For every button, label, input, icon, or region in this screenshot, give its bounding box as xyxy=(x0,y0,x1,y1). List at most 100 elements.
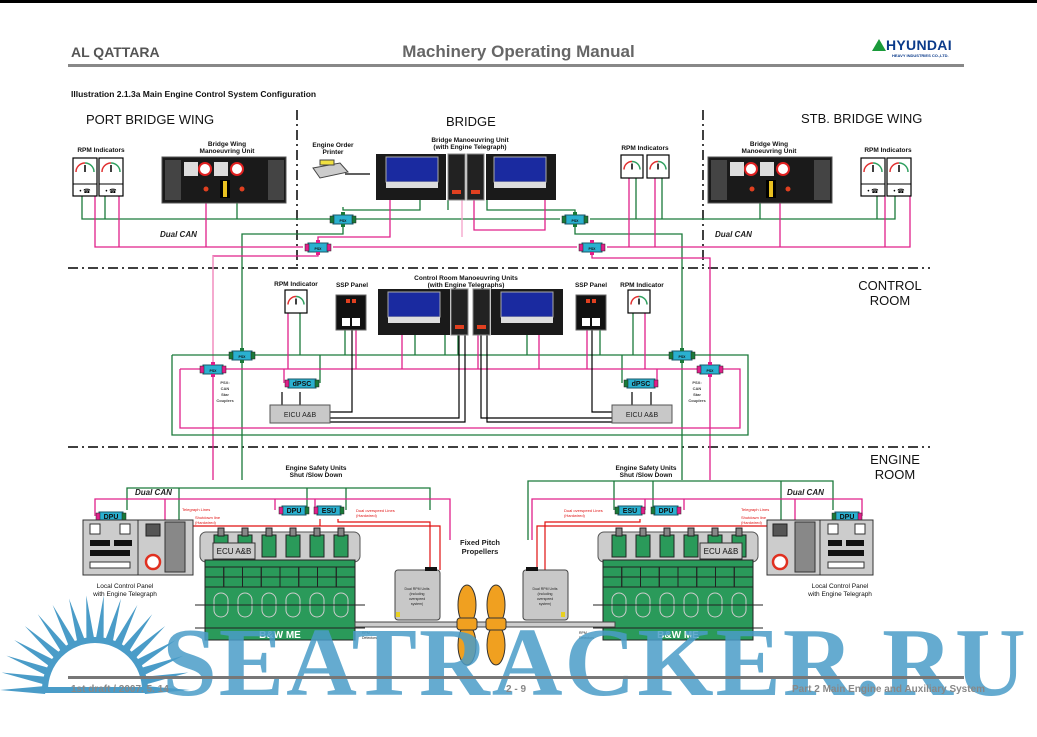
label-bridge-wing-unit-stb-1: Bridge Wing xyxy=(750,141,788,148)
bridge-wing-unit-port xyxy=(161,156,287,204)
label-overspeed-stb: (Hardwired) xyxy=(564,513,586,518)
cylinder-valve xyxy=(735,527,743,537)
rpm-indicator-icon xyxy=(620,154,644,179)
ssp-key xyxy=(582,318,590,326)
coupler-port-right xyxy=(304,506,310,515)
ssp-key xyxy=(592,318,600,326)
rpm-unit-label: system) xyxy=(539,602,551,606)
can-a-stb-line xyxy=(590,196,896,220)
telegraph-lever xyxy=(450,288,469,336)
switch-row xyxy=(114,540,132,546)
coupler-port-right xyxy=(600,243,606,252)
coupler-label: PSX xyxy=(314,247,322,251)
ssp-key xyxy=(342,318,350,326)
zone-control-room-1: CONTROL xyxy=(858,278,922,293)
psx-note-line: Couplers xyxy=(688,398,706,403)
top-border xyxy=(0,0,1037,3)
label-fixed-pitch-1: Fixed Pitch xyxy=(460,538,500,547)
gauge-frame xyxy=(886,157,912,197)
coupler-port-right xyxy=(339,506,345,515)
label-dual-can-engine-port: Dual CAN xyxy=(135,488,172,497)
propeller-blade xyxy=(486,624,506,666)
coupler-label: PSX xyxy=(571,219,579,223)
label-esu-stb-1: Engine Safety Units xyxy=(615,465,676,472)
display-keys xyxy=(501,317,553,323)
coupler-port-left xyxy=(304,243,310,252)
label-telegraph-lines-stb: Telegraph Lines xyxy=(741,507,769,512)
label-bridge-wing-unit-stb-2: Manoeuvring Unit xyxy=(742,148,798,155)
can-a-down-stb xyxy=(574,226,683,480)
dual-rpm-unit-stb: Dual RPM Units (including overspeed syst… xyxy=(522,567,569,621)
coupler-port-right xyxy=(718,365,724,374)
coupler-port-top xyxy=(316,240,320,243)
telegraph-lever xyxy=(447,153,466,201)
coupler-label: PSX xyxy=(238,355,246,359)
can-a-control-loop xyxy=(171,354,749,436)
label-overspeed-port: (Hardwired) xyxy=(356,513,378,518)
cylinder-valve xyxy=(217,527,225,537)
rpm-unit-connector xyxy=(425,567,437,571)
coupler-port-right xyxy=(640,506,646,515)
ssp-body xyxy=(335,294,367,331)
coupler-port-right xyxy=(221,365,227,374)
engine-grid-cell xyxy=(335,576,356,588)
display xyxy=(145,523,161,537)
rpm-indicator-icon: • ☎ xyxy=(98,157,124,197)
coupler-port-left xyxy=(831,512,837,521)
ecu-label: ECU A&B xyxy=(704,547,739,556)
gauge-controls: • ☎ xyxy=(893,188,905,195)
hardwired-engine-lines xyxy=(180,519,790,570)
label-esu-port-1: Engine Safety Units xyxy=(285,465,346,472)
gauge-arc-red xyxy=(75,162,86,173)
cylinder-unit xyxy=(333,534,349,558)
psx-note-line: Star xyxy=(221,392,229,397)
coupler-port-left xyxy=(696,365,702,374)
cylinder-unit xyxy=(635,534,651,558)
rpm-indicator-icon xyxy=(284,289,308,314)
ssp-panel-stb xyxy=(575,294,607,331)
coupler-port-right xyxy=(121,512,127,521)
display-screen xyxy=(387,291,441,318)
eicu-port: EICU A&B xyxy=(269,404,331,424)
coupler-port-left xyxy=(561,215,567,224)
label-ssp-stb: SSP Panel xyxy=(575,282,607,289)
label-rpm-indicator-cr-port: RPM Indicator xyxy=(274,281,318,288)
zone-bridge: BRIDGE xyxy=(446,114,496,129)
can-a-engine-stb xyxy=(527,480,834,540)
can-b-stb-line xyxy=(607,196,911,248)
coupler-port-right xyxy=(653,379,659,388)
panel-led-column xyxy=(711,160,727,200)
label-rpm-indicators-bridge: RPM Indicators xyxy=(621,145,669,152)
propeller-blade xyxy=(457,624,477,666)
rpm-detector-labels: RPM Detectors RPM Detectors xyxy=(362,631,594,640)
rpm-unit-label: Dual RPM Units xyxy=(405,587,430,591)
coupler-port-left xyxy=(614,506,620,515)
zone-separators xyxy=(68,110,930,448)
can-b-drop xyxy=(473,200,546,231)
panel-led-column xyxy=(165,160,181,200)
dial xyxy=(827,523,839,535)
can-b-control-loop xyxy=(179,368,741,429)
coupler-label: dPSC xyxy=(293,381,312,388)
cylinder-unit xyxy=(309,534,325,558)
rpm-indicator-icon: • ☎ xyxy=(886,157,912,197)
psx-coupler: PSX xyxy=(561,212,589,227)
gauge-arc-red xyxy=(649,160,659,170)
zone-control-room-2: ROOM xyxy=(870,293,910,308)
coupler-port-right xyxy=(326,243,332,252)
label-shutdown-port: (Hardwired) xyxy=(195,520,217,525)
switch-row xyxy=(90,540,110,546)
can-b-engine-port xyxy=(94,498,451,540)
ecu-label: ECU A&B xyxy=(217,547,252,556)
ssp-led xyxy=(592,299,596,303)
zone-engine-room-2: ROOM xyxy=(875,467,915,482)
ecu-box xyxy=(699,542,743,560)
dial xyxy=(760,162,774,176)
rpm-unit-box xyxy=(394,569,441,621)
illustration-caption: Illustration 2.1.3a Main Engine Control … xyxy=(71,89,317,99)
cylinder-valve xyxy=(265,527,273,537)
cylinder-valve xyxy=(663,527,671,537)
engine-label: B&W ME xyxy=(657,630,699,641)
printer-paper xyxy=(319,159,335,166)
